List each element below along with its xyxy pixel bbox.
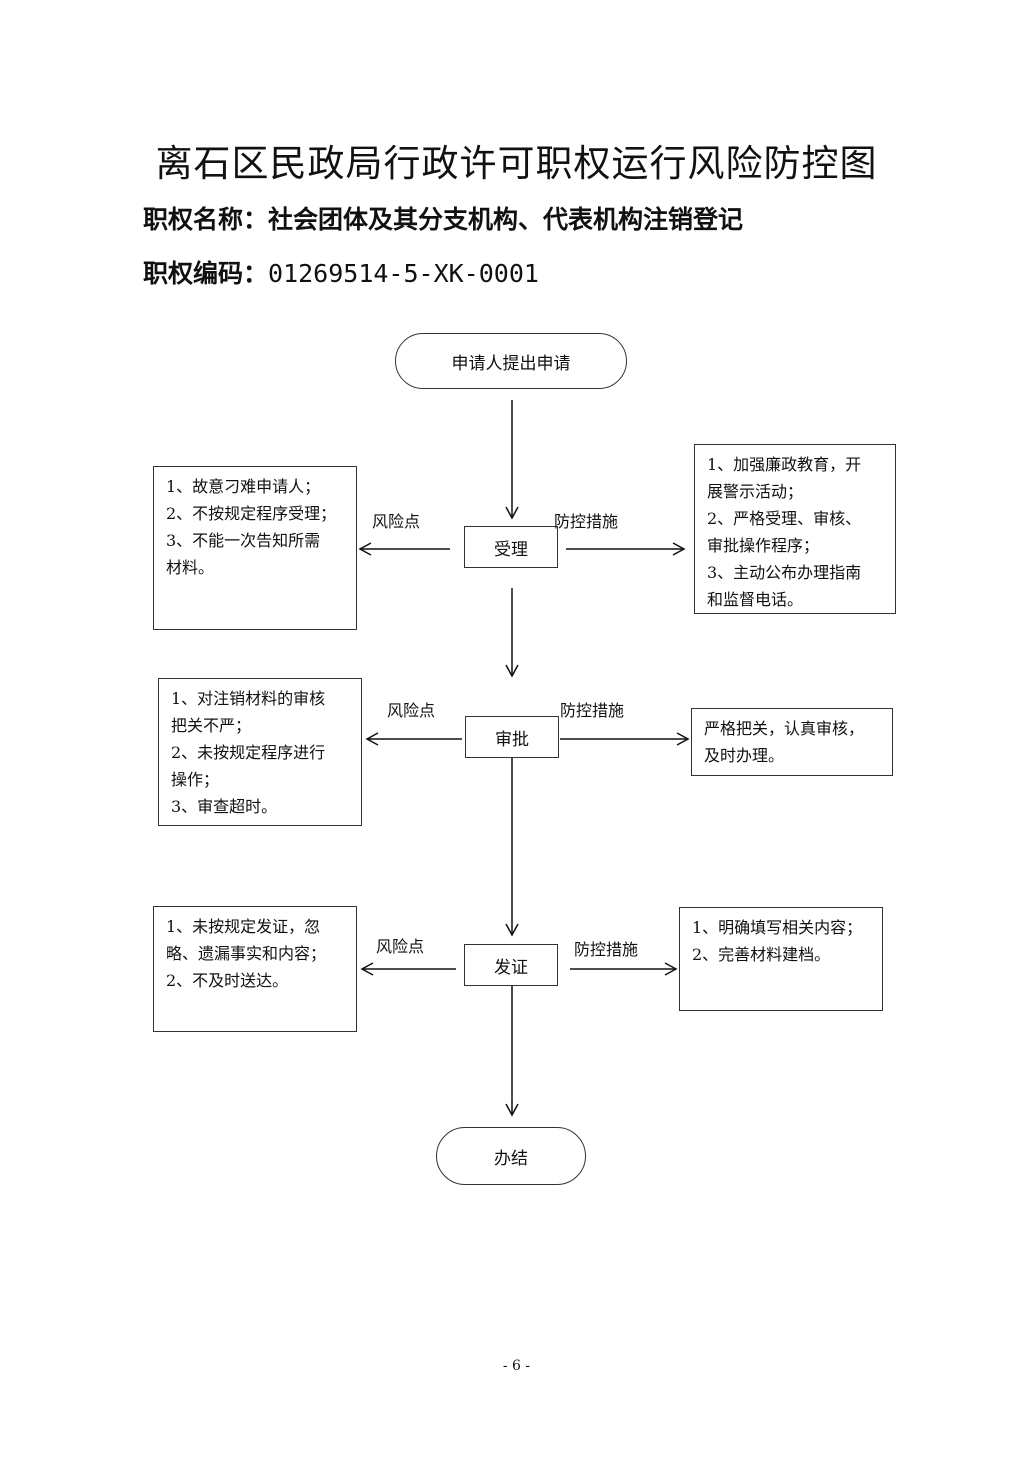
risk-line: 3、审查超时。 — [171, 797, 278, 816]
risk-line: 3、不能一次告知所需 — [166, 531, 321, 550]
risk-line: 操作； — [171, 770, 220, 789]
risk-line: 材料。 — [166, 558, 215, 577]
authority-name-value: 社会团体及其分支机构、代表机构注销登记 — [268, 205, 744, 234]
authority-code: 职权编码：01269514-5-XK-0001 — [143, 254, 539, 290]
page-title: 离石区民政局行政许可职权运行风险防控图 — [155, 142, 878, 185]
step-approve: 审批 — [465, 716, 559, 758]
measure-line: 3、主动公布办理指南 — [707, 563, 862, 582]
risk-box-approve: 1、对注销材料的审核 把关不严； 2、未按规定程序进行 操作； 3、审查超时。 — [158, 678, 362, 826]
authority-name: 职权名称：社会团体及其分支机构、代表机构注销登记 — [143, 200, 743, 236]
risk-line: 2、未按规定程序进行 — [171, 743, 326, 762]
measure-line: 审批操作程序； — [707, 536, 820, 555]
step-issue: 发证 — [464, 944, 558, 986]
measure-line: 2、严格受理、审核、 — [707, 509, 862, 528]
measure-line: 及时办理。 — [704, 746, 785, 765]
measure-box-accept: 1、加强廉政教育，开 展警示活动； 2、严格受理、审核、 审批操作程序； 3、主… — [694, 444, 896, 614]
risk-line: 1、故意刁难申请人； — [166, 477, 321, 496]
risk-line: 2、不按规定程序受理； — [166, 504, 337, 523]
measure-line: 严格把关，认真审核， — [704, 719, 865, 738]
authority-code-value: 01269514-5-XK-0001 — [268, 259, 539, 288]
authority-name-label: 职权名称： — [143, 205, 269, 234]
page-number: - 6 - — [502, 1358, 531, 1374]
risk-label-issue: 风险点 — [376, 937, 425, 956]
measure-label-approve: 防控措施 — [560, 701, 625, 720]
step-accept: 受理 — [464, 526, 558, 568]
measure-line: 1、明确填写相关内容； — [692, 918, 863, 937]
measure-line: 和监督电话。 — [707, 590, 804, 609]
risk-box-accept: 1、故意刁难申请人； 2、不按规定程序受理； 3、不能一次告知所需 材料。 — [153, 466, 357, 630]
end-node: 办结 — [436, 1127, 586, 1185]
measure-line: 展警示活动； — [707, 482, 804, 501]
risk-label-approve: 风险点 — [387, 701, 436, 720]
risk-line: 1、未按规定发证，忽 — [166, 917, 321, 936]
start-node: 申请人提出申请 — [395, 333, 627, 389]
measure-box-issue: 1、明确填写相关内容； 2、完善材料建档。 — [679, 907, 883, 1011]
authority-code-label: 职权编码： — [143, 259, 269, 288]
risk-line: 2、不及时送达。 — [166, 971, 289, 990]
measure-line: 2、完善材料建档。 — [692, 945, 831, 964]
measure-box-approve: 严格把关，认真审核， 及时办理。 — [691, 708, 893, 776]
measure-label-issue: 防控措施 — [574, 940, 639, 959]
risk-line: 把关不严； — [171, 716, 252, 735]
risk-box-issue: 1、未按规定发证，忽 略、遗漏事实和内容； 2、不及时送达。 — [153, 906, 357, 1032]
measure-line: 1、加强廉政教育，开 — [707, 455, 862, 474]
risk-line: 1、对注销材料的审核 — [171, 689, 326, 708]
risk-label-accept: 风险点 — [372, 512, 421, 531]
risk-line: 略、遗漏事实和内容； — [166, 944, 327, 963]
measure-label-accept: 防控措施 — [554, 512, 619, 531]
